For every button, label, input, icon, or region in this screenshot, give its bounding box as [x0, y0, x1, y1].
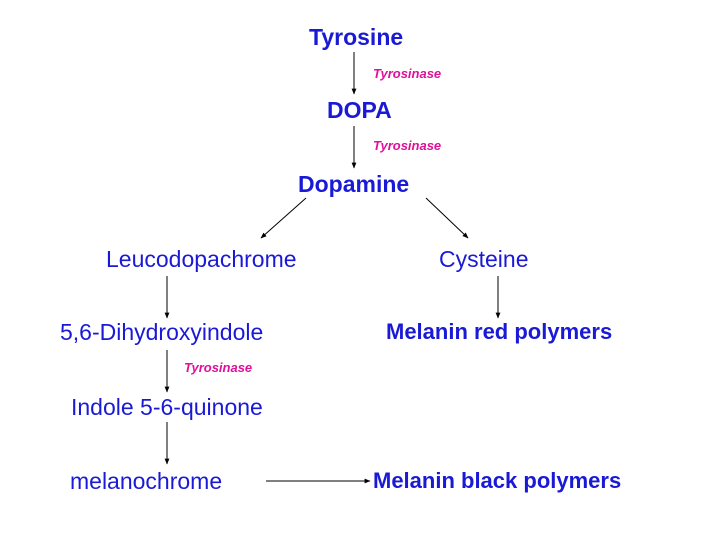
- node-melanin-black-polymers: Melanin black polymers: [373, 468, 622, 493]
- node-dopamine: Dopamine: [298, 171, 410, 197]
- node-indole-quinone: Indole 5-6-quinone: [71, 394, 263, 420]
- node-leucodopachrome: Leucodopachrome: [106, 246, 297, 272]
- node-dihydroxyindole: 5,6-Dihydroxyindole: [60, 319, 264, 345]
- node-melanochrome: melanochrome: [70, 468, 223, 494]
- arrow-dopamine-cysteine: [425, 197, 469, 239]
- enzyme-label-tyrosinase-1: Tyrosinase: [373, 66, 442, 81]
- arrow-dopamine-leucodopachrome: [260, 197, 307, 239]
- enzyme-label-tyrosinase-2: Tyrosinase: [373, 138, 442, 153]
- node-tyrosine: Tyrosine: [309, 24, 404, 50]
- enzyme-label-tyrosinase-3: Tyrosinase: [184, 360, 253, 375]
- node-cysteine: Cysteine: [439, 246, 529, 272]
- node-dopa: DOPA: [327, 97, 392, 123]
- node-melanin-red-polymers: Melanin red polymers: [386, 319, 613, 344]
